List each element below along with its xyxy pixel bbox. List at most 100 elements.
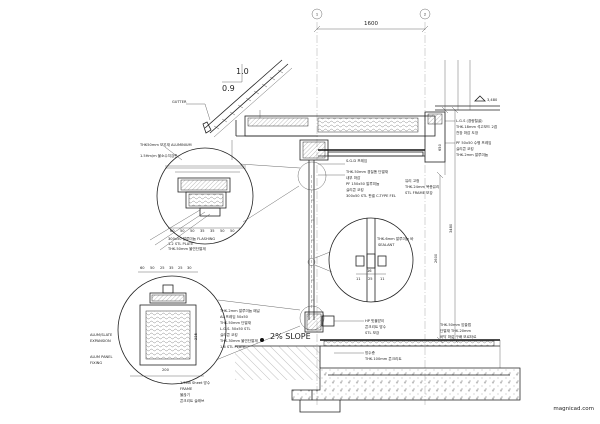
- level-marker: 3,480: [487, 98, 498, 102]
- ll-note-0: ALUM/SLATE: [90, 333, 113, 337]
- lr-note-3: L.G.S. 50x50 STL: [220, 327, 251, 331]
- site-caption: magnicad.com: [553, 406, 594, 412]
- ur-note-4: 실리콘 코킹: [346, 187, 364, 192]
- mid-note-1: SEALANT: [378, 243, 395, 247]
- sloped-roof: GUTTER 1.0 0.9: [172, 59, 293, 138]
- lower-callout-bottom-notes: 1.5HB Sheet 방수 FRAME 물끊기 콘크리트 슬래브: [180, 380, 211, 403]
- lower-callout-dims: 60 50 25 35 25 30: [140, 266, 192, 270]
- upper-dim-3: 35: [200, 229, 205, 233]
- slope-note: 2% SLOPE: [270, 332, 311, 341]
- lr-note-0: THK.2mm 알루미늄 패널: [219, 308, 260, 313]
- lower-floor-assembly: 2% SLOPE: [235, 311, 521, 413]
- rt-note-4: 실리콘 코킹: [456, 146, 474, 151]
- ll-note-3: FIXING: [90, 361, 102, 365]
- upper-bottom-note-0: 300x50 알루미늄 FLASHING: [168, 236, 215, 241]
- upper-callout-detail: 60 50 50 35 35 50 50 THK50mm 보온재 ALUMINI…: [139, 142, 301, 251]
- ll-note-2: ALUM PANEL: [90, 355, 113, 359]
- rt-note-0: L.G.S (경량철골): [456, 118, 483, 123]
- mid-dim-3: 16: [367, 269, 372, 273]
- span-dimension: 1600: [364, 21, 378, 27]
- lr-note-5: THK.30mm 불연단열재: [219, 338, 258, 343]
- upper-dim-6: 50: [230, 229, 235, 233]
- lower-callout-left-notes: ALUM/SLATE EXPANSION ALUM PANEL FIXING: [90, 333, 113, 365]
- upper-callout-notes: THK50mm 보온재 ALUMINIUM 1.5Hm/m 불소수지강판 300…: [139, 142, 215, 251]
- curtain-wall-mullion: [297, 160, 327, 331]
- ur-note-5: 300x50 STL 판넬 C-TYPE FEL: [346, 193, 396, 198]
- upper-callout-marker: [297, 161, 327, 191]
- mid-note-0: THK.6mm 알루미늄 바: [376, 236, 414, 241]
- lrr-note-6: 방수층: [365, 350, 376, 355]
- mr-note-0: 유리 고정: [405, 178, 419, 183]
- mid-dim-1: 25: [368, 277, 373, 281]
- ur-note-1: THK.50mm 경질폼 단열재: [345, 169, 388, 174]
- rt-note-1: THK.18mm 석고보드 2겹: [455, 124, 497, 129]
- dim-2600: 2600: [434, 253, 438, 263]
- lower-callout-detail: 200 235 60 50 25 35 25 30 THK.2mm 알루미늄 패…: [90, 266, 301, 403]
- lrr-note-0: HP 빗물받이: [365, 318, 384, 323]
- lower-top-dim-5: 30: [187, 266, 192, 270]
- slope-dot: [260, 338, 264, 342]
- grid-label-2: 2: [424, 13, 426, 17]
- lower-top-dim-3: 35: [169, 266, 174, 270]
- right-edge: [499, 340, 521, 400]
- mr-note-2: STL FRAME 보강: [405, 190, 433, 195]
- mid-right-notes: 유리 고정 THK.24mm 복층유리 STL FRAME 보강: [404, 178, 439, 195]
- dim-3480: 3480: [449, 223, 453, 233]
- mid-callout-detail: 11 25 11 16 THK.6mm 알루미늄 바 SEALANT: [314, 217, 414, 303]
- ur-note-3: PF 150x50 알루미늄: [346, 181, 380, 186]
- gutter-label: GUTTER: [172, 100, 187, 104]
- lrr-note-2: STL 보강: [365, 330, 380, 335]
- roof-tiles: [213, 69, 284, 130]
- lower-top-dim-4: 25: [178, 266, 183, 270]
- right-dimensions: 650 2600 3480: [434, 106, 459, 344]
- upper-bottom-note-1: 1.2 STL PLATE: [168, 242, 194, 246]
- upper-dim-0: 60: [170, 229, 175, 233]
- grid-label-1: 1: [316, 13, 318, 17]
- lb-note-1: FRAME: [180, 387, 193, 391]
- upper-note-0: THK50mm 보온재 ALUMINIUM: [139, 142, 192, 147]
- mid-callout-marker: [307, 258, 316, 266]
- rt-note-2: 천장 마감 도장: [456, 130, 479, 135]
- upper-eave-structure: 3,480: [231, 60, 500, 163]
- upper-callout-dims: 60 50 50 35 35 50 50: [170, 229, 235, 233]
- lower-callout-right-notes: THK.2mm 알루미늄 패널 AL 프레임 50x50 THK.50mm 단열…: [219, 308, 260, 349]
- lr-note-1: AL 프레임 50x50: [220, 314, 249, 319]
- ur-note-0: S.G.D 프레임: [346, 158, 367, 163]
- ll-note-1: EXPANSION: [90, 339, 111, 343]
- lower-dim-200: 200: [162, 368, 170, 372]
- mid-callout-circle: [328, 217, 414, 303]
- upper-bottom-note-2: THK.50mm 불연단열재: [167, 246, 206, 251]
- lb-note-0: 1.5HB Sheet 방수: [180, 380, 211, 385]
- mid-dim-0: 11: [356, 277, 361, 281]
- mid-dim-2: 11: [380, 277, 385, 281]
- ur-note-2: 내부 마감: [346, 175, 361, 180]
- lower-top-dim-2: 25: [160, 266, 165, 270]
- slope-rise: 0.9: [222, 84, 235, 93]
- grid-bubble-2: [419, 8, 431, 20]
- lr-note-2: THK.50mm 단열재: [219, 320, 251, 325]
- lower-top-dim-1: 50: [150, 266, 155, 270]
- upper-dim-1: 50: [180, 229, 185, 233]
- lrr-note-1: 콘크리트 방수: [365, 324, 387, 329]
- upper-dim-5: 50: [220, 229, 225, 233]
- upper-note-1: 1.5Hm/m 불소수지강판: [140, 153, 178, 158]
- upper-callout-circle: [156, 147, 254, 245]
- lower-callout-circle: [117, 275, 227, 385]
- lr-note-4: 실리콘 코킹: [220, 332, 238, 337]
- grid-bubble-1: [311, 8, 323, 20]
- lr-note-6: 1.6 STL PLATE: [220, 345, 246, 349]
- upper-dim-4: 35: [210, 229, 215, 233]
- rt-note-5: THK.2mm 알루미늄: [455, 152, 489, 157]
- lrr-note-4: 단열재 THK.20mm: [440, 328, 472, 333]
- lower-dim-235: 235: [194, 333, 198, 340]
- dim-650: 650: [438, 143, 442, 151]
- right-top-notes: L.G.S (경량철골) THK.18mm 석고보드 2겹 천장 마감 도장 P…: [445, 118, 497, 157]
- slope-run: 1.0: [236, 67, 249, 76]
- rt-note-3: PF 50x50 수평 프레임: [456, 140, 491, 145]
- lrr-note-7: THK.100mm 콘크리트: [364, 356, 402, 361]
- lrr-note-5: 바닥 마감 구배 모르타르: [440, 334, 477, 339]
- lower-top-dim-0: 60: [140, 266, 145, 270]
- lb-note-3: 콘크리트 슬래브: [180, 398, 205, 403]
